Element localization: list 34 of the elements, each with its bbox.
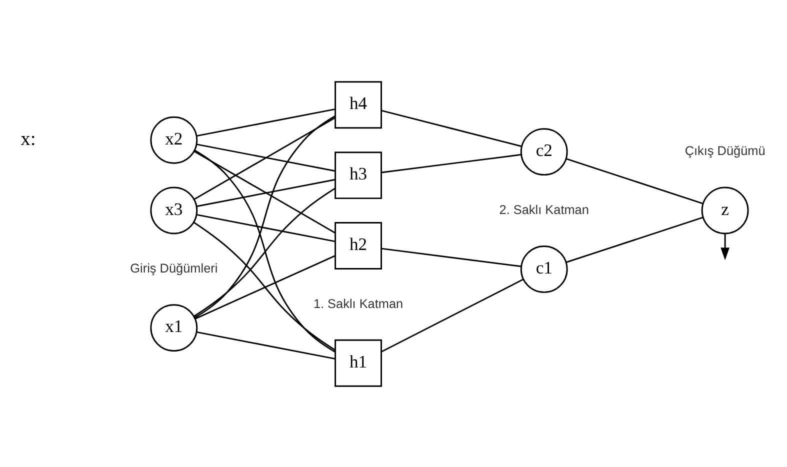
connector	[381, 109, 522, 147]
connector	[194, 149, 336, 352]
connector	[193, 221, 336, 350]
node-box: h1	[334, 338, 382, 386]
connector	[194, 254, 336, 319]
connector	[566, 216, 704, 262]
node-circle: c2	[520, 128, 568, 176]
connector	[566, 158, 704, 204]
node-circle: c1	[520, 245, 568, 292]
label: Çıkış Düğümü	[684, 142, 766, 158]
label: x:	[20, 128, 36, 150]
connector	[381, 153, 522, 173]
connector	[196, 143, 336, 172]
label: 1. Saklı Katman	[313, 295, 404, 310]
arrow	[720, 233, 730, 260]
node-circle: x2	[150, 116, 198, 164]
connector	[194, 187, 336, 316]
node-box: h4	[334, 80, 382, 128]
connector	[196, 178, 336, 207]
connector	[194, 116, 336, 200]
connector	[381, 278, 524, 352]
connector	[196, 213, 336, 242]
label: Giriş Düğümleri	[130, 260, 218, 276]
connector	[381, 247, 522, 267]
node-box: h3	[334, 151, 382, 199]
connector	[194, 114, 336, 318]
label: 2. Saklı Katman	[499, 201, 589, 216]
node-box: h2	[334, 222, 382, 269]
connector	[196, 108, 336, 136]
node-circle: x1	[150, 304, 198, 352]
connector	[196, 330, 336, 360]
node-circle: z	[701, 186, 749, 234]
node-circle: x3	[150, 186, 198, 234]
connector	[194, 150, 336, 234]
